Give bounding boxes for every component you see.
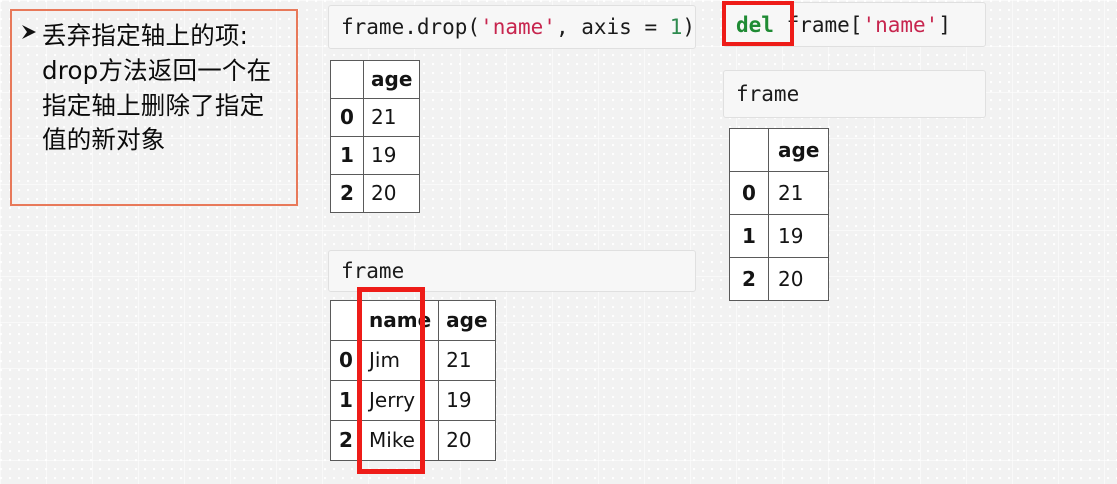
table-row: 0 Jim 21 [330, 340, 496, 381]
row-index: 1 [330, 380, 362, 421]
code-token-number: 1 [669, 15, 683, 39]
cell-age: 21 [438, 340, 496, 381]
code-cell-del[interactable]: del frame['name'] [723, 2, 986, 47]
row-index: 1 [330, 136, 364, 175]
column-header-age: age [438, 300, 496, 341]
callout-box: 丢弃指定轴上的项: drop方法返回一个在 指定轴上删除了指定 值的新对象 [10, 9, 298, 206]
cell-name: Mike [360, 420, 440, 461]
table-corner-cell [729, 128, 769, 172]
table-row: 2 Mike 20 [330, 420, 496, 461]
cell-age: 19 [438, 380, 496, 421]
row-index: 0 [330, 340, 362, 381]
code-token-suffix: ) [682, 15, 696, 39]
code-token-string: 'name' [480, 15, 556, 39]
code-token-frame: frame [341, 259, 405, 283]
code-token-middle: frame[ [773, 12, 863, 37]
column-header-age: age [767, 128, 830, 172]
row-index: 2 [729, 257, 769, 301]
row-index: 0 [330, 98, 364, 137]
code-token-suffix: ] [938, 12, 951, 37]
code-cell-frame-right[interactable]: frame [723, 70, 986, 118]
code-token-keyword-del: del [736, 12, 774, 37]
table-row: 1 19 [330, 136, 421, 175]
row-index: 2 [330, 174, 364, 213]
table-row: 2 20 [330, 174, 421, 213]
table-header-row: name age [330, 300, 496, 341]
code-token-string: 'name' [862, 12, 939, 37]
drop-result-table: age 0 21 1 19 2 20 [330, 60, 421, 213]
frame-table-right: age 0 21 1 19 2 20 [729, 128, 830, 301]
table-header-row: age [729, 128, 830, 172]
code-token-frame: frame [736, 82, 800, 106]
cell-age: 19 [767, 214, 830, 258]
arrow-bullet-icon [20, 19, 42, 41]
code-cell-frame-left[interactable]: frame [328, 250, 696, 292]
table-corner-cell [330, 300, 362, 341]
cell-name: Jim [360, 340, 440, 381]
table-row: 1 19 [729, 214, 830, 258]
table-row: 0 21 [729, 171, 830, 215]
table-row: 2 20 [729, 257, 830, 301]
cell-age: 20 [767, 257, 830, 301]
table-row: 0 21 [330, 98, 421, 137]
row-index: 0 [729, 171, 769, 215]
cell-age: 20 [362, 174, 421, 213]
cell-age: 21 [767, 171, 830, 215]
code-token-middle: , axis = [555, 15, 670, 39]
code-token-prefix: frame.drop( [341, 15, 481, 39]
callout-text: 丢弃指定轴上的项: drop方法返回一个在 指定轴上删除了指定 值的新对象 [42, 21, 272, 155]
code-cell-drop[interactable]: frame.drop('name', axis = 1) [328, 5, 696, 49]
table-header-row: age [330, 60, 421, 99]
cell-name: Jerry [360, 380, 440, 421]
frame-table-left: name age 0 Jim 21 1 Jerry 19 2 Mike 20 [330, 300, 496, 461]
cell-age: 20 [438, 420, 496, 461]
column-header-name: name [360, 300, 440, 341]
cell-age: 19 [362, 136, 421, 175]
table-corner-cell [330, 60, 364, 99]
cell-age: 21 [362, 98, 421, 137]
row-index: 2 [330, 420, 362, 461]
column-header-age: age [362, 60, 421, 99]
row-index: 1 [729, 214, 769, 258]
table-row: 1 Jerry 19 [330, 380, 496, 421]
